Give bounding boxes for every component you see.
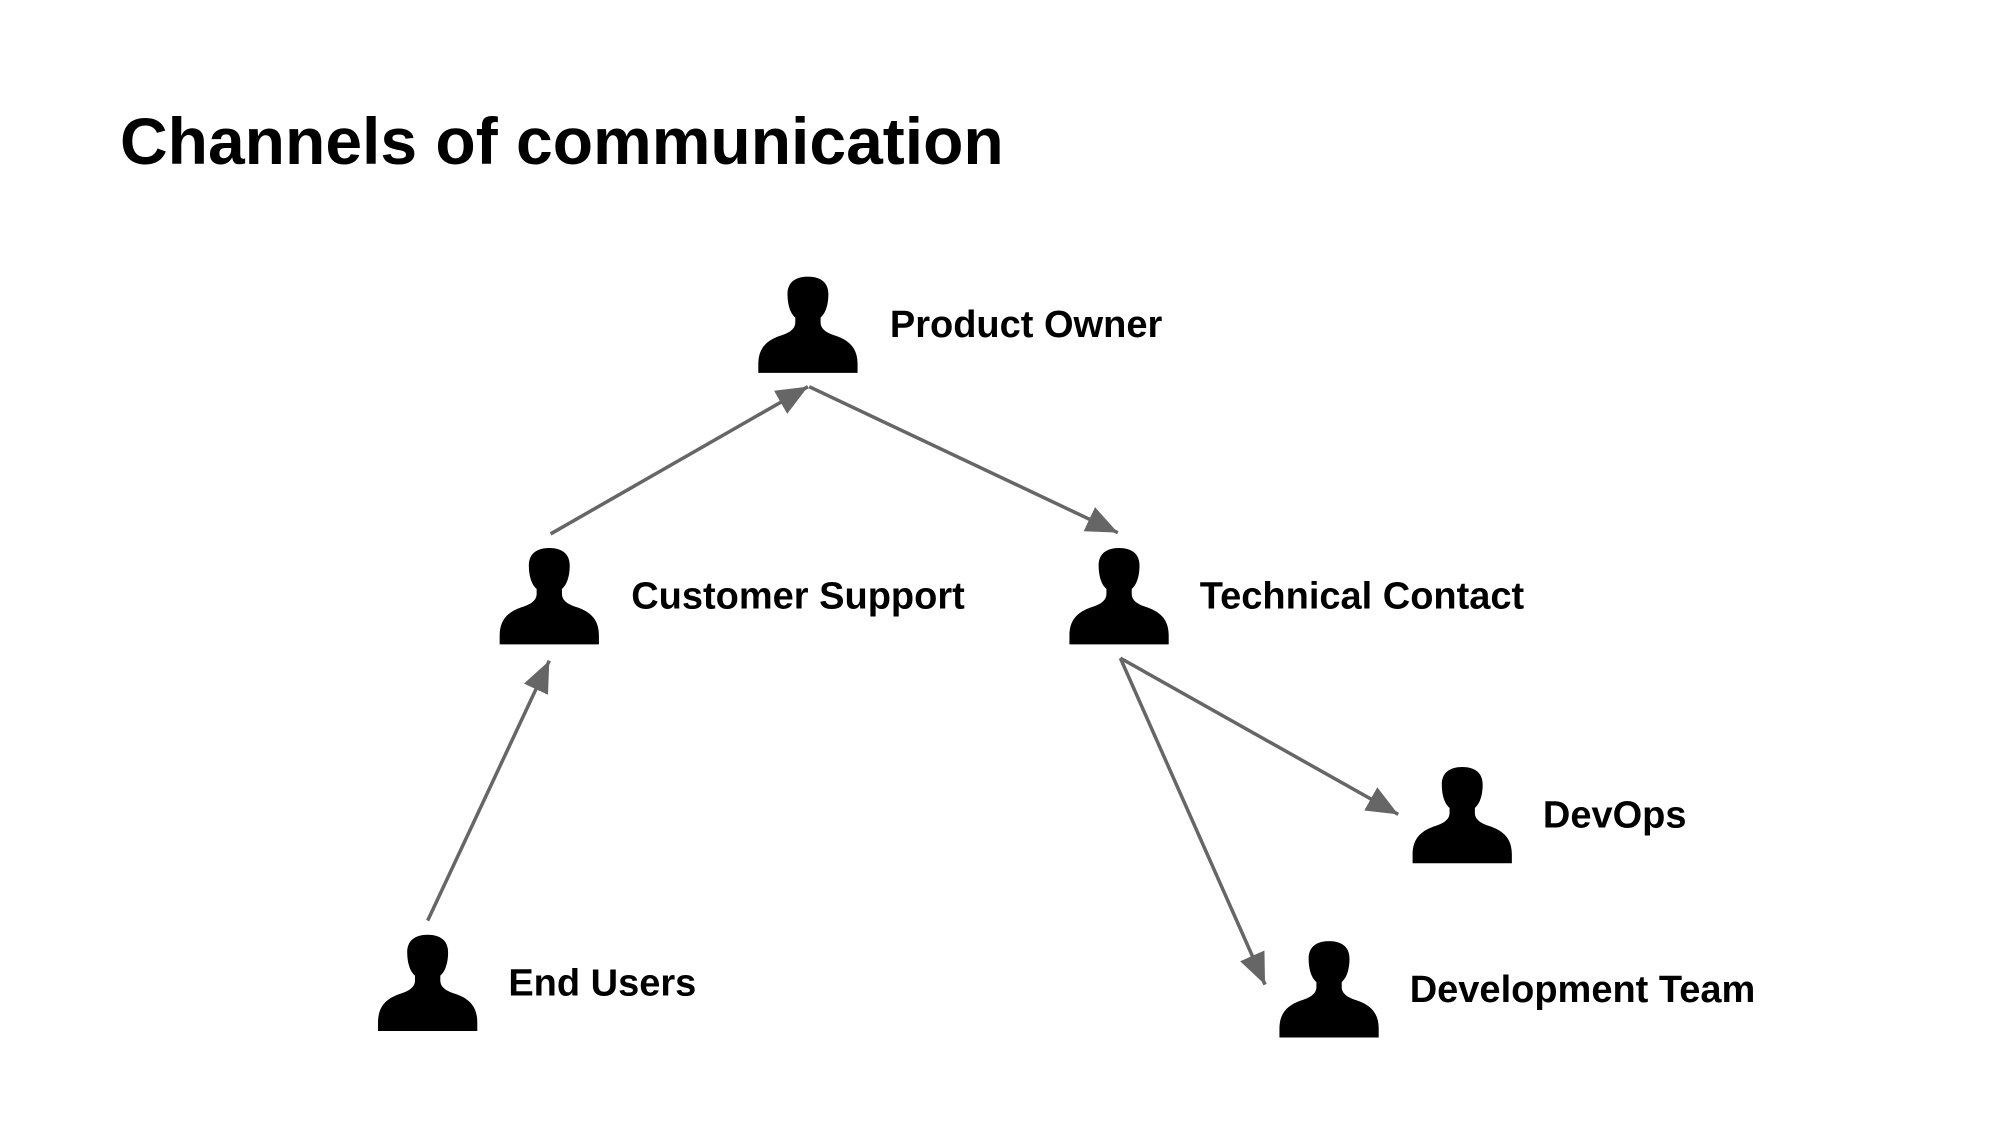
arrow-technical-contact-to-development-team xyxy=(1118,657,1267,986)
person-icon xyxy=(758,276,858,373)
node-label-customer-support: Customer Support xyxy=(631,576,965,618)
node-devops: DevOps xyxy=(1412,766,1687,864)
arrow-customer-support-to-product-owner xyxy=(549,385,809,536)
node-label-devops: DevOps xyxy=(1543,795,1687,837)
edges-layer xyxy=(426,385,1400,986)
page-title: Channels of communication xyxy=(120,104,1004,178)
person-icon xyxy=(499,548,599,645)
node-label-technical-contact: Technical Contact xyxy=(1200,576,1525,618)
node-development-team: Development Team xyxy=(1279,941,1756,1038)
node-label-development-team: Development Team xyxy=(1410,969,1756,1011)
person-icon xyxy=(1069,548,1169,645)
arrow-end-users-to-customer-support xyxy=(426,659,551,922)
person-icon xyxy=(378,934,478,1032)
node-label-end-users: End Users xyxy=(508,962,696,1004)
person-icon xyxy=(1412,766,1512,864)
node-customer-support: Customer Support xyxy=(499,548,965,645)
node-label-product-owner: Product Owner xyxy=(890,304,1163,346)
node-product-owner: Product Owner xyxy=(758,276,1163,373)
node-end-users: End Users xyxy=(378,934,696,1032)
arrow-product-owner-to-technical-contact xyxy=(808,385,1119,535)
node-technical-contact: Technical Contact xyxy=(1069,548,1525,645)
person-icon xyxy=(1279,941,1379,1038)
arrow-technical-contact-to-devops xyxy=(1119,656,1400,816)
